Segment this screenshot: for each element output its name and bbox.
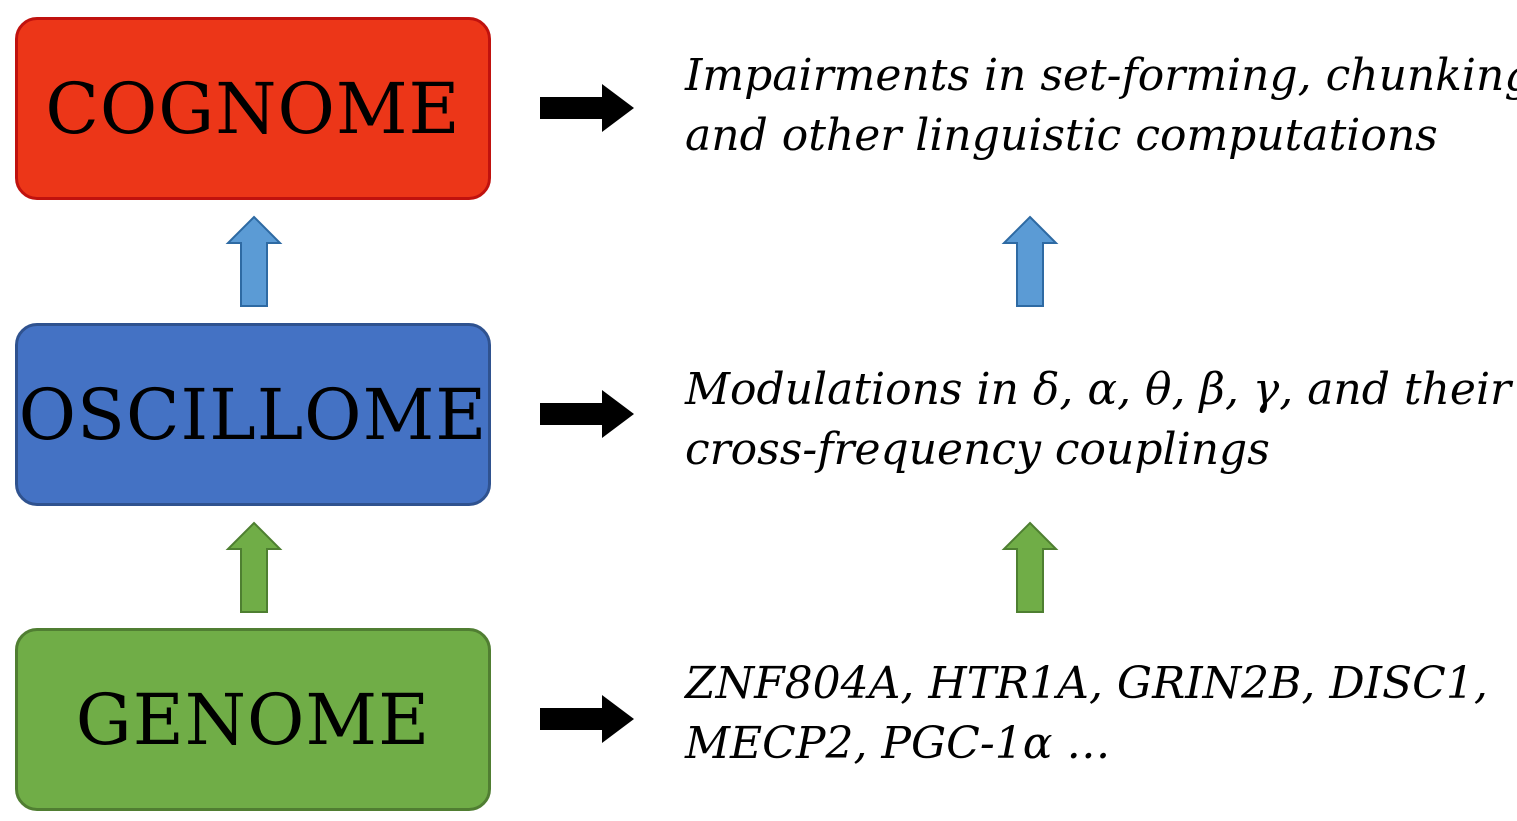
up-arrow-icon <box>225 215 283 307</box>
cognome-box: COGNOME <box>15 17 491 200</box>
cognome-label: COGNOME <box>45 67 461 150</box>
right-arrow-icon <box>540 695 634 743</box>
oscillome-description: Modulations in δ, α, θ, β, γ, and their … <box>685 360 1515 480</box>
description-line: MECP2, PGC-1α … <box>685 718 1111 769</box>
up-arrow-icon <box>225 521 283 613</box>
description-line: Impairments in set-forming, chunking, <box>685 50 1517 101</box>
cognome-description: Impairments in set-forming, chunking, an… <box>685 46 1517 166</box>
description-line: Modulations in δ, α, θ, β, γ, and their <box>685 364 1512 415</box>
right-arrow-icon <box>540 84 634 132</box>
oscillome-box: OSCILLOME <box>15 323 491 506</box>
up-arrow-icon <box>1001 521 1059 613</box>
description-line: cross-frequency couplings <box>685 424 1270 475</box>
oscillome-label: OSCILLOME <box>18 373 488 456</box>
description-line: ZNF804A, HTR1A, GRIN2B, DISC1, <box>685 658 1488 709</box>
description-line: and other linguistic computations <box>685 110 1438 161</box>
genome-box: GENOME <box>15 628 491 811</box>
genome-label: GENOME <box>75 678 431 761</box>
genome-description: ZNF804A, HTR1A, GRIN2B, DISC1, MECP2, PG… <box>685 654 1515 774</box>
up-arrow-icon <box>1001 215 1059 307</box>
right-arrow-icon <box>540 390 634 438</box>
